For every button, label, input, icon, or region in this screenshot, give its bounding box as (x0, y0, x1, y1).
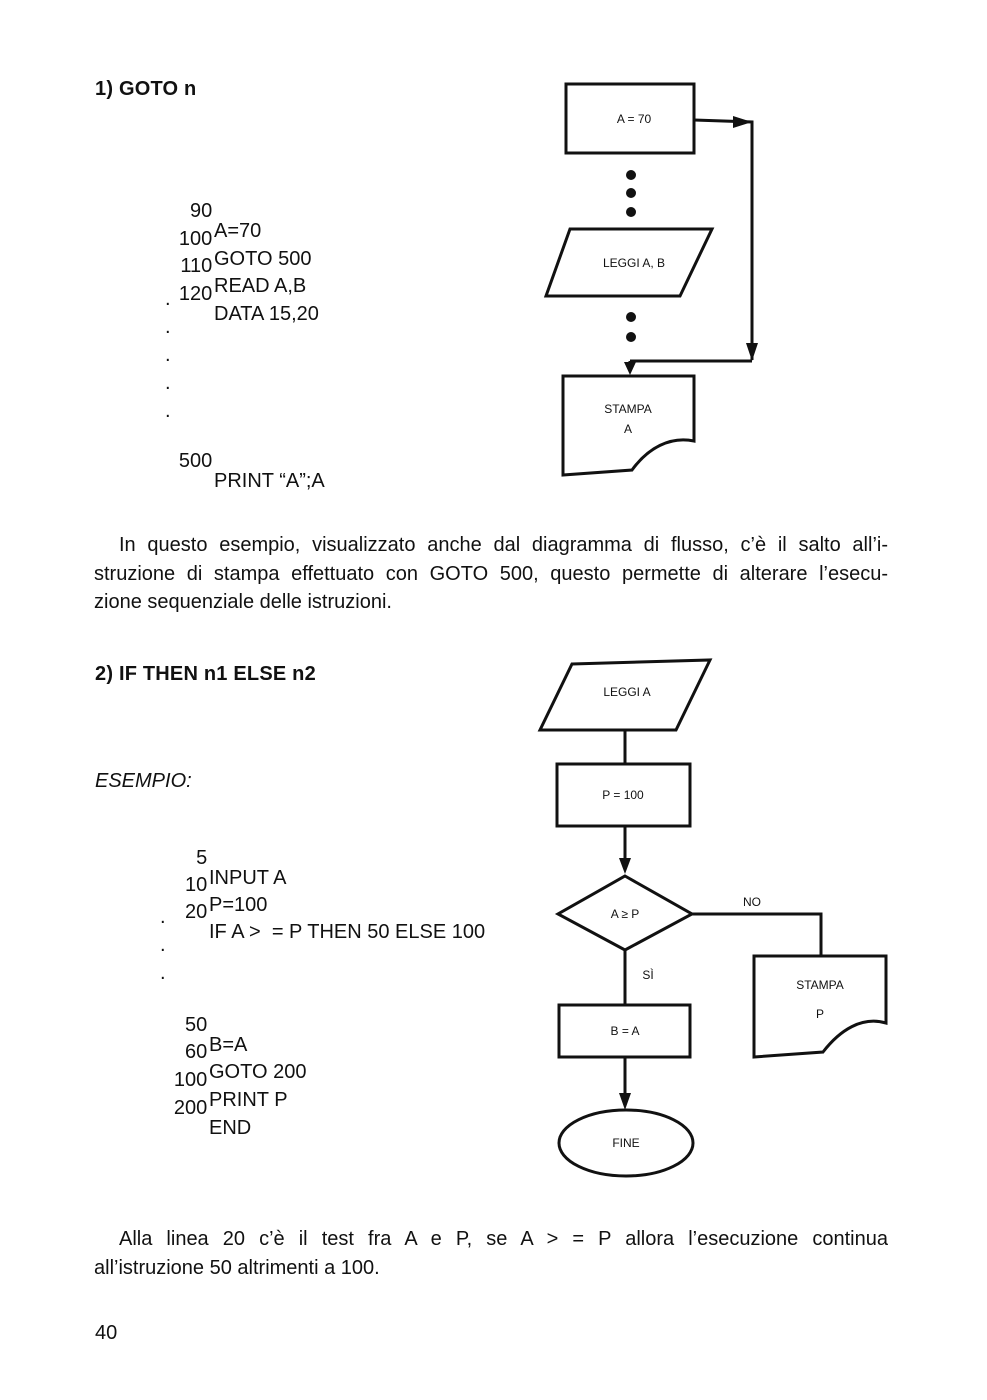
code-line: 110 READ A,B (130, 236, 306, 316)
print-label-line2: A (624, 422, 632, 436)
paragraph-line: Alla linea 20 c’è il test fra A e P, se … (119, 1228, 888, 1250)
page-number: 40 (95, 1322, 118, 1344)
statement: GOTO 200 (209, 1061, 307, 1083)
line-number: 20 (184, 901, 208, 923)
print-label-line2: P (816, 1007, 824, 1021)
line-number: 10 (184, 874, 208, 896)
line-number: 110 (180, 255, 213, 277)
arrow-head (624, 362, 636, 375)
statement: READ A,B (214, 275, 307, 297)
paragraph-line: In questo esempio, visualizzato anche da… (119, 534, 888, 556)
print-document-shape (561, 374, 696, 477)
terminal-label: FINE (612, 1136, 639, 1150)
statement: INPUT A (209, 867, 287, 889)
statement: GOTO 500 (214, 248, 312, 270)
input-label: LEGGI A (603, 685, 650, 699)
continuation-dot (626, 170, 636, 180)
flow-line (693, 118, 754, 360)
arrow-head (619, 858, 631, 874)
code-line: 90 A=70 (130, 181, 261, 261)
continuation-dot (626, 312, 636, 322)
flowchart-goto: A = 70 LEGGI A, B STAMPA A (543, 82, 758, 477)
yes-branch-label: SÌ (642, 967, 653, 982)
ellipsis-dot: . (160, 962, 166, 984)
code-line: 20 IF A > = P THEN 50 ELSE 100 (125, 882, 485, 962)
process-box-label: P = 100 (602, 788, 644, 802)
decision-label: A ≥ P (611, 907, 640, 921)
statement: IF A > = P THEN 50 ELSE 100 (209, 921, 486, 943)
ellipsis-dot: . (165, 400, 171, 422)
input-parallelogram (543, 227, 715, 298)
statement: A=70 (214, 220, 262, 242)
code-line: 100 GOTO 500 (130, 209, 312, 289)
ellipsis-dot: . (165, 288, 171, 310)
continuation-dot (626, 188, 636, 198)
line-number: 100 (178, 228, 213, 250)
ellipsis-dot: . (165, 316, 171, 338)
process-box-label: A = 70 (617, 112, 652, 126)
continuation-dot (626, 207, 636, 217)
print-label-line1: STAMPA (604, 402, 652, 416)
code-line: 100 PRINT P (125, 1050, 288, 1130)
statement: P=100 (209, 894, 268, 916)
paragraph-line: all’istruzione 50 altrimenti a 100. (94, 1256, 380, 1279)
input-parallelogram (537, 658, 713, 732)
no-branch-label: NO (743, 895, 761, 909)
section1-heading: 1) GOTO n (95, 78, 197, 100)
process-box-label: B = A (610, 1024, 639, 1038)
example-label: ESEMPIO: (95, 770, 192, 792)
statement: PRINT P (209, 1089, 288, 1111)
code-line: 50 B=A (125, 995, 247, 1075)
arrow-head (619, 1093, 631, 1110)
section1-paragraph: In questo esempio, visualizzato anche da… (94, 531, 888, 617)
code-line: 60 GOTO 200 (125, 1022, 306, 1102)
flowchart-if-then-else: LEGGI A P = 100 A ≥ P NO STAMPA P SÌ B =… (537, 658, 888, 1178)
print-document-shape (752, 954, 888, 1059)
ellipsis-dot: . (165, 344, 171, 366)
input-label: LEGGI A, B (603, 256, 665, 270)
ellipsis-dot: . (165, 372, 171, 394)
arrow-head (733, 116, 752, 128)
arrow-head (746, 343, 758, 361)
code-line: 10 P=100 (125, 855, 267, 935)
terminal-oval (557, 1108, 695, 1178)
line-number: 120 (178, 283, 213, 305)
line-number: 60 (184, 1041, 208, 1063)
line-number: 200 (173, 1097, 208, 1119)
paragraph-line: zione sequenziale delle istruzioni. (94, 591, 392, 613)
line-number: 500 (178, 450, 213, 472)
print-label-line1: STAMPA (796, 978, 844, 992)
line-number: 90 (189, 200, 213, 222)
statement: END (209, 1117, 252, 1139)
paragraph-line: struzione di stampa effettuato con GOTO … (94, 562, 888, 585)
statement: DATA 15,20 (214, 303, 319, 325)
section2-heading: 2) IF THEN n1 ELSE n2 (95, 663, 316, 685)
statement: B=A (209, 1034, 248, 1056)
ellipsis-dot: . (160, 906, 166, 928)
code-line: 500 PRINT “A”;A (130, 431, 325, 511)
process-box (564, 82, 696, 155)
code-line: 120 DATA 15,20 (130, 264, 319, 344)
statement: PRINT “A”;A (214, 470, 325, 492)
ellipsis-dot: . (160, 934, 166, 956)
code-line: 5 INPUT A (125, 828, 286, 908)
line-number: 5 (196, 847, 208, 869)
code-line: 200 END (125, 1078, 251, 1158)
section2-paragraph: Alla linea 20 c’è il test fra A e P, se … (94, 1225, 888, 1282)
line-number: 100 (173, 1069, 208, 1091)
flow-line (692, 912, 823, 956)
line-number: 50 (184, 1014, 208, 1036)
continuation-dot (626, 332, 636, 342)
